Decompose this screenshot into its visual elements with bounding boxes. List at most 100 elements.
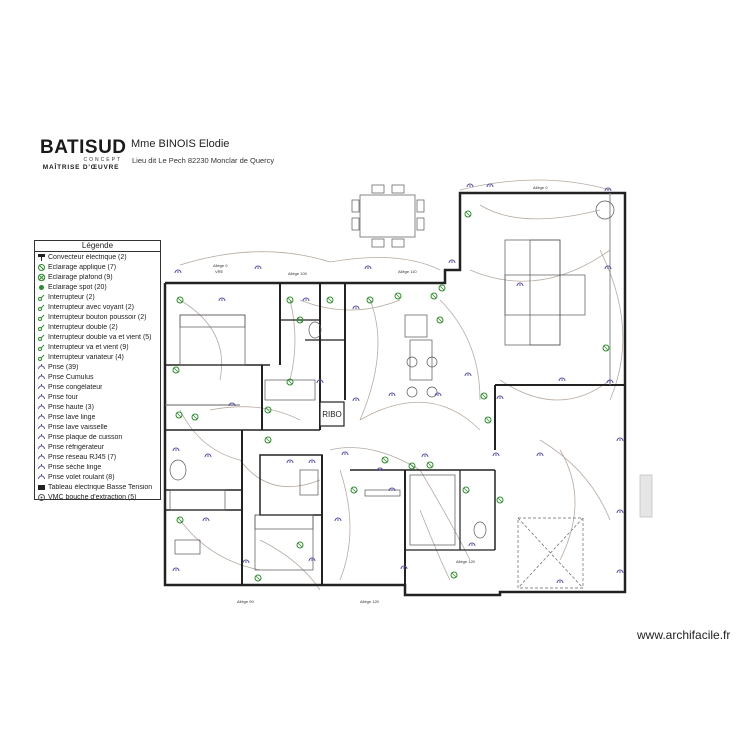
legend-item-label: Prise (39) (48, 363, 79, 371)
outlet-icon (37, 453, 46, 462)
label-allege-110: Allège 110 (398, 269, 417, 274)
legend-item: Prise réseau RJ45 (7) (37, 452, 160, 462)
legend-item: Prise haute (3) (37, 402, 160, 412)
outlet-icon (606, 379, 614, 384)
outlet-icon (316, 379, 324, 384)
switch-icon (296, 316, 304, 324)
label-allege-120: Allège 120 (360, 599, 380, 604)
outlet-icon (556, 579, 564, 584)
legend-item-label: Interrupteur double (2) (48, 323, 118, 331)
legend-item: Prise congélateur (37, 382, 160, 392)
switch-icon (462, 486, 470, 494)
outlet-icon (604, 187, 612, 192)
outlet-icon (254, 265, 262, 270)
label-allege-120b: Allège 120 (456, 559, 476, 564)
outlet-icon (464, 372, 472, 377)
legend-item: Interrupteur double va et vient (5) (37, 332, 160, 342)
legend-item: Eclairage plafond (9) (37, 272, 160, 282)
switch-icon (37, 353, 46, 362)
legend-item: Prise plaque de cuisson (37, 432, 160, 442)
brand-name: BATISUD (40, 137, 127, 158)
legend-item-label: Prise volet roulant (8) (48, 473, 115, 481)
switch-icon (286, 378, 294, 386)
legend-item-label: Interrupteur bouton poussoir (2) (48, 313, 147, 321)
outlet-icon (466, 183, 474, 188)
switch-icon (37, 293, 46, 302)
legend-item-label: Prise lave linge (48, 413, 96, 421)
panel-icon (37, 483, 46, 492)
outlet-icon (516, 282, 524, 287)
legend-item: Prise Cumulus (37, 372, 160, 382)
switch-icon (37, 343, 46, 352)
switch-icon (176, 516, 184, 524)
legend-item-label: Prise sèche linge (48, 463, 102, 471)
label-allege-90: Allège 90 (237, 599, 254, 604)
outlet-icon (286, 459, 294, 464)
legend-item: Eclairage spot (20) (37, 282, 160, 292)
outlet-icon (558, 377, 566, 382)
outlet-icon (202, 517, 210, 522)
outlet-icon (37, 463, 46, 472)
switch-icon (326, 296, 334, 304)
switch-icon (436, 316, 444, 324)
legend-item: Interrupteur (2) (37, 292, 160, 302)
switch-icon (296, 541, 304, 549)
legend-title: Légende (35, 241, 160, 252)
brand-logo: BATISUD CONCEPT MAÎTRISE D'ŒUVRE (40, 137, 127, 172)
switch-icon (430, 292, 438, 300)
outlet-icon (352, 305, 360, 310)
legend-item: Interrupteur double (2) (37, 322, 160, 332)
outlet-icon (486, 183, 494, 188)
legend-item-label: Interrupteur avec voyant (2) (48, 303, 134, 311)
outlet-icon (421, 453, 429, 458)
switch-icon (350, 486, 358, 494)
switch-icon (175, 411, 183, 419)
opening-labels: Allège 0 VRE Allège 100 Allège 110 Allèg… (213, 185, 548, 604)
label-vre: VRE (215, 269, 224, 274)
outlet-icon (341, 451, 349, 456)
legend-item-label: Interrupteur (2) (48, 293, 95, 301)
legend-item: Tableau électrique Basse Tension (37, 482, 160, 492)
outlet-icon (376, 467, 384, 472)
watermark: www.archifacile.fr (637, 628, 731, 642)
outlet-icon (37, 433, 46, 442)
outlet-icon (308, 557, 316, 562)
outlet-icon (308, 459, 316, 464)
legend-item: Prise sèche linge (37, 462, 160, 472)
outlet-icon (468, 542, 476, 547)
outlet-icon (37, 403, 46, 412)
outlet-icon (364, 265, 372, 270)
switch-icon (394, 292, 402, 300)
switch-icon (496, 496, 504, 504)
switch-icon (264, 406, 272, 414)
legend-item: Prise volet roulant (8) (37, 472, 160, 482)
wall-light-icon (37, 263, 46, 272)
legend-item-label: Eclairage plafond (9) (48, 273, 113, 281)
legend-item: Prise four (37, 392, 160, 402)
legend-item: Eclairage applique (7) (37, 262, 160, 272)
switch-icon (37, 303, 46, 312)
switch-icon (480, 392, 488, 400)
outlet-icon (616, 569, 624, 574)
outlet-icon (604, 265, 612, 270)
legend-item: Prise (39) (37, 362, 160, 372)
legend-item-label: Prise congélateur (48, 383, 103, 391)
outlet-icon (37, 383, 46, 392)
legend-item-label: Prise Cumulus (48, 373, 94, 381)
switch-icon (286, 296, 294, 304)
legend-item: Interrupteur va et vient (9) (37, 342, 160, 352)
terrace (517, 474, 653, 589)
legend-item-label: Tableau électrique Basse Tension (48, 483, 153, 491)
ceiling-light-icon (37, 273, 46, 282)
furniture-layer (169, 184, 615, 571)
switch-icon (254, 574, 262, 582)
client-name: Mme BINOIS Elodie (131, 138, 230, 150)
switch-icon (484, 416, 492, 424)
legend-item-label: VMC bouche d'extraction (5) (48, 493, 137, 501)
outlet-icon (37, 373, 46, 382)
legend-item-label: Prise réfrigérateur (48, 443, 105, 451)
legend-item: Convecteur électrique (2) (37, 252, 160, 262)
outlet-icon (174, 269, 182, 274)
legend-item-label: Prise lave vaisselle (48, 423, 108, 431)
outlet-icon (37, 423, 46, 432)
